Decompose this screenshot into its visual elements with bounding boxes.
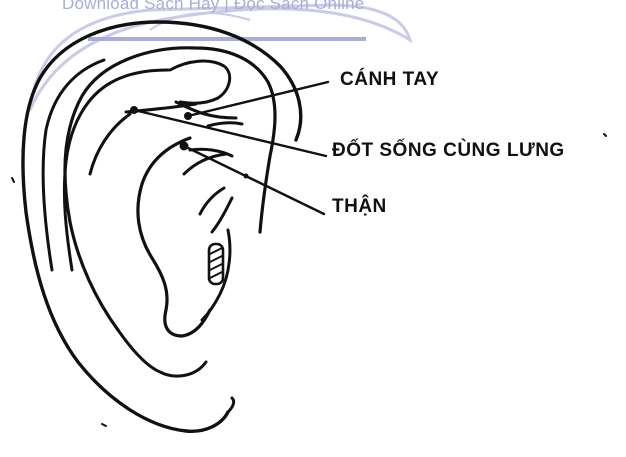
concha-contour [138,138,210,336]
antihelix-line-2 [90,114,130,174]
superior-crus [170,61,230,103]
leader-line-canh-tay [188,82,328,116]
label-canh-tay: CÁNH TAY [340,69,439,91]
helix-inner-rim [65,48,275,330]
point-than-dot [180,142,189,151]
label-dot-song-cung-lung: ĐỐT SỐNG CÙNG LƯNG [332,140,565,162]
point-canh-tay-dot [184,112,192,120]
ear-lobe [118,330,206,376]
label-than: THẬN [332,196,387,218]
point-minor-dot [244,174,249,179]
point-dot-song-dot [130,106,138,114]
